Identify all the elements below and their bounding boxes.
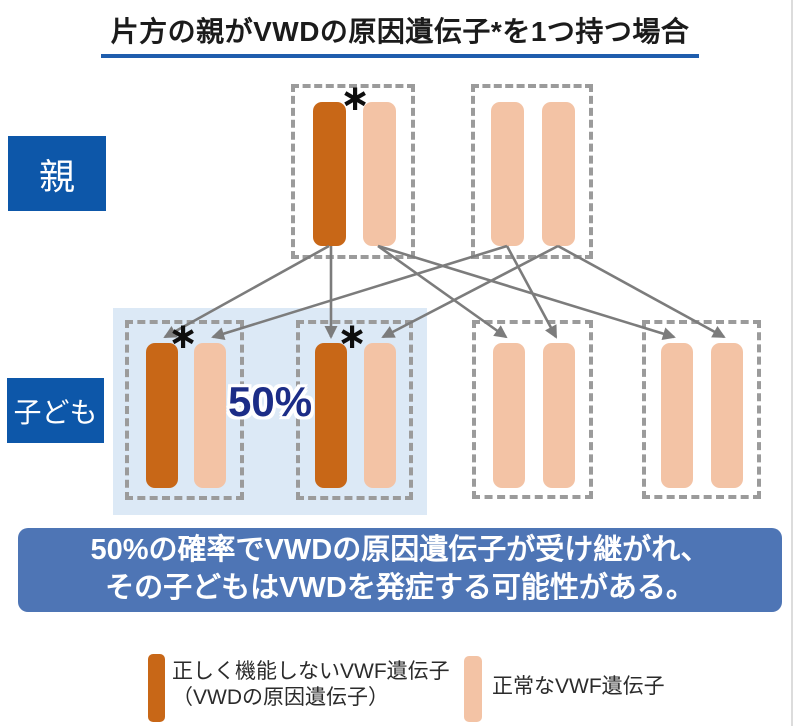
- child2-defective-gene-bar: [315, 343, 347, 488]
- legend-defective-gene-label: 正しく機能しないVWF遺伝子 （VWDの原因遺伝子）: [172, 659, 450, 711]
- legend-normal-gene-label: 正常なVWF遺伝子: [492, 675, 665, 698]
- child4-gene-box: [642, 320, 761, 499]
- child2-normal-gene-bar: [364, 343, 396, 488]
- child3-normal-gene-bar-1: [493, 343, 525, 488]
- legend-defective-gene-label-line1: 正しく機能しないVWF遺伝子: [172, 660, 450, 683]
- parent2-normal-gene-bar-2: [542, 102, 575, 246]
- parent2-normal-gene-bar-1: [491, 102, 524, 246]
- child2-asterisk-mark: ∗: [337, 315, 368, 356]
- child1-defective-gene-bar: [146, 343, 178, 488]
- page-edge-line: [791, 0, 793, 726]
- parent-row-label-text: 親: [38, 155, 75, 197]
- child1-normal-gene-bar: [194, 343, 226, 488]
- parent1-defective-gene-bar: [313, 102, 346, 246]
- legend-normal-gene-swatch: [464, 656, 482, 722]
- parent-row-label: 親: [8, 136, 106, 211]
- child3-normal-gene-bar-2: [543, 343, 575, 488]
- title-bar: 片方の親がVWDの原因遺伝子*を1つ持つ場合: [0, 6, 800, 58]
- legend-defective-gene-label-line2: （VWDの原因遺伝子）: [172, 686, 389, 710]
- parent1-normal-gene-bar: [363, 102, 396, 246]
- child-row-label: 子ども: [7, 378, 104, 443]
- summary-banner-line1: 50%の確率でVWDの原因遺伝子が受け継がれ、: [90, 534, 710, 567]
- child-row-label-text: 子ども: [13, 396, 98, 428]
- parent1-asterisk-mark: ∗: [340, 77, 371, 118]
- legend-defective-gene-swatch: [148, 654, 165, 722]
- probability-label: 50%: [228, 378, 313, 425]
- page-title: 片方の親がVWDの原因遺伝子*を1つ持つ場合: [100, 6, 700, 58]
- child4-normal-gene-bar-2: [711, 343, 743, 488]
- child4-normal-gene-bar-1: [661, 343, 693, 488]
- child1-asterisk-mark: ∗: [168, 315, 199, 356]
- summary-banner: 50%の確率でVWDの原因遺伝子が受け継がれ、 その子どもはVWDを発症する可能…: [18, 528, 782, 612]
- summary-banner-line2: その子どもはVWDを発症する可能性がある。: [105, 572, 695, 604]
